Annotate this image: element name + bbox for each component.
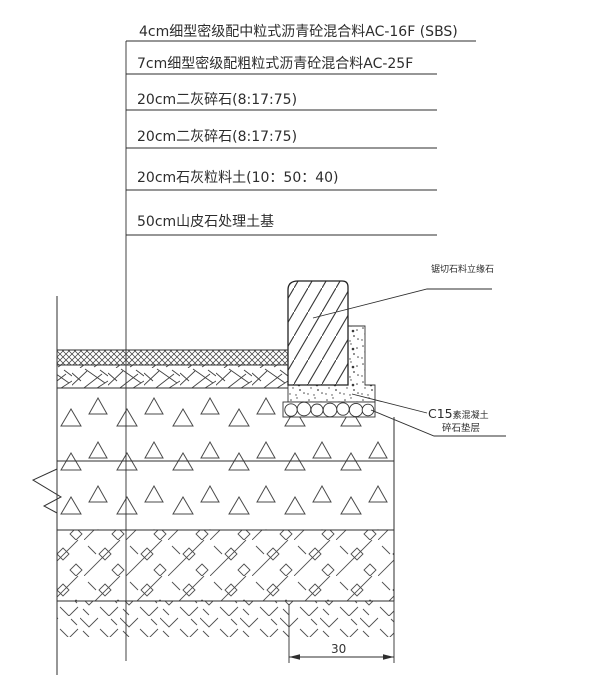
concrete-material-text: 素混凝土 xyxy=(452,411,489,421)
treated-subgrade-layer xyxy=(57,601,394,637)
lime-flyash-layer-2 xyxy=(57,461,394,530)
lime-flyash-layer-1 xyxy=(57,388,394,461)
layer-label-lime-soil: 20cm石灰粒料土(10：50：40) xyxy=(137,170,339,186)
dimension-text: 30 xyxy=(331,642,347,656)
concrete-annotation: C15素混凝土 xyxy=(428,404,489,422)
layer-borders xyxy=(56,296,395,675)
annotation-leader-lines xyxy=(312,288,506,437)
layer-label-lime-flyash-2: 20cm二灰碎石(8:17:75) xyxy=(137,129,298,145)
layer-label-lime-flyash-1: 20cm二灰碎石(8:17:75) xyxy=(137,92,298,108)
curb-stone xyxy=(287,280,349,386)
layer-label-asphalt-binder: 7cm细型密级配粗粒式沥青砼混合料AC-25F xyxy=(137,56,414,72)
curb-annotation: 锯切石料立缘石 xyxy=(431,265,495,275)
lime-granular-soil-layer xyxy=(57,530,394,601)
label-leader-lines xyxy=(125,40,476,661)
asphalt-binder-layer xyxy=(57,365,288,388)
dimension-30 xyxy=(288,601,395,663)
bedding-circles xyxy=(282,401,376,418)
bedding-annotation: 碎石垫层 xyxy=(442,423,481,434)
break-line-symbol xyxy=(31,468,63,514)
layer-label-asphalt-wearing: 4cm细型密级配中粒式沥青砼混合料AC-16F (SBS) xyxy=(139,24,458,40)
concrete-grade-text: C15 xyxy=(428,406,453,421)
asphalt-wearing-layer xyxy=(57,350,288,365)
layer-label-subgrade: 50cm山皮石处理土基 xyxy=(137,214,275,230)
